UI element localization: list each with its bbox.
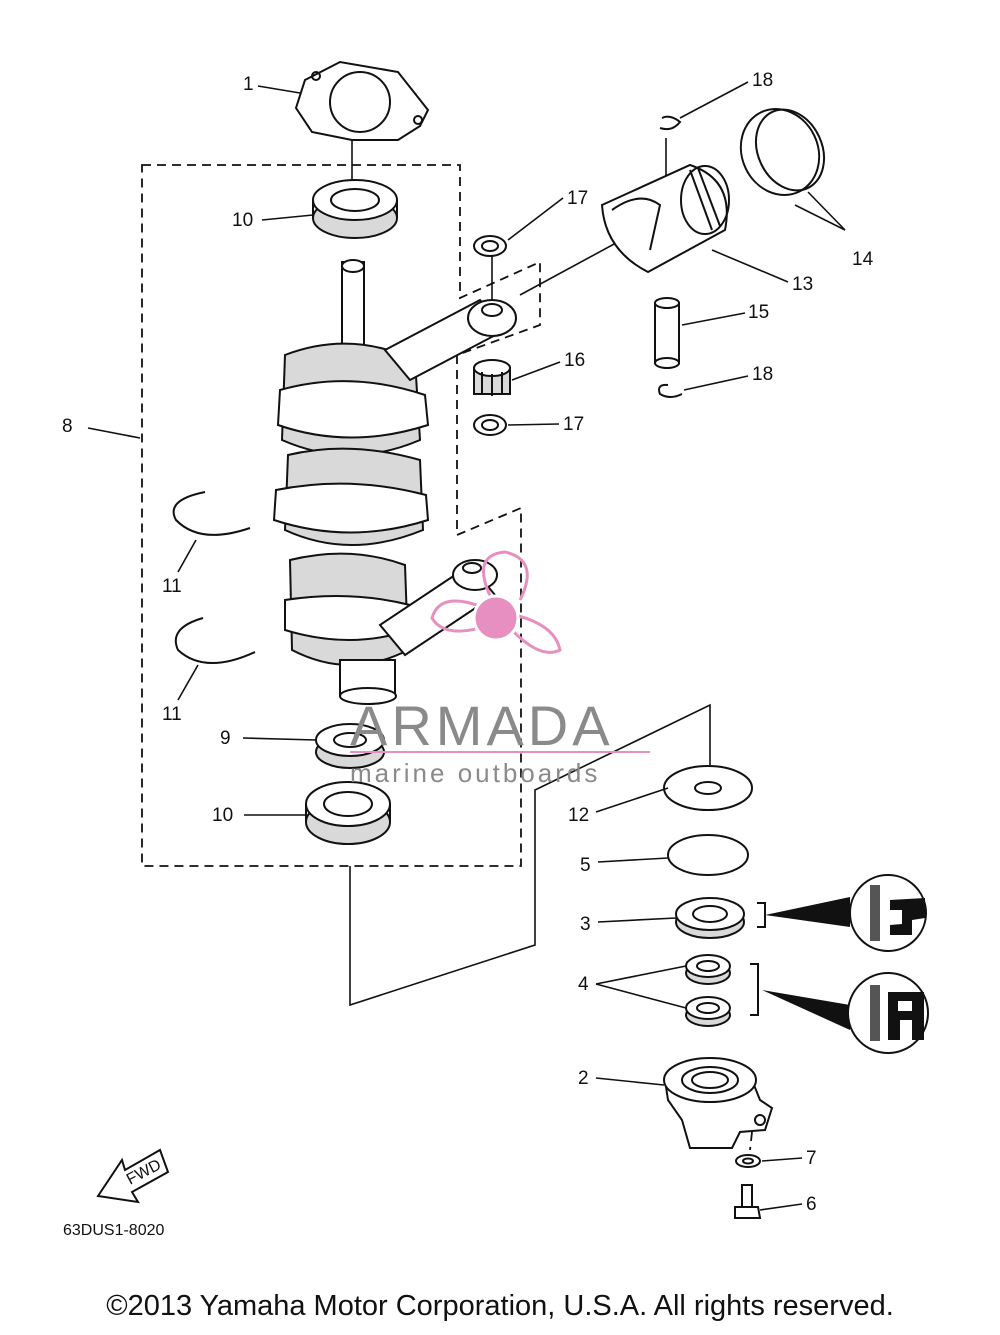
callout-label: 2 bbox=[578, 1068, 589, 1089]
callout-label: 1 bbox=[243, 74, 254, 95]
thrust-washer-lower bbox=[473, 414, 507, 436]
crankshaft bbox=[272, 259, 430, 705]
needle-bearing bbox=[473, 359, 511, 396]
piston-pin-clip-upper bbox=[659, 115, 682, 131]
callout-labels: 1 10 18 17 14 13 15 16 18 17 8 11 11 9 1… bbox=[62, 70, 874, 1215]
callout-label: 6 bbox=[806, 1194, 817, 1215]
callout-label: 9 bbox=[220, 728, 231, 749]
piston-pin bbox=[654, 297, 680, 369]
callout-label: 18 bbox=[752, 364, 773, 385]
thrust-washer-large bbox=[663, 765, 753, 811]
copyright-notice: ©2013 Yamaha Motor Corporation, U.S.A. A… bbox=[106, 1290, 894, 1322]
lower-seal-housing bbox=[663, 1057, 774, 1149]
oil-seal-lower bbox=[685, 996, 731, 1027]
callout-label: 8 bbox=[62, 416, 73, 437]
callout-label: 10 bbox=[232, 210, 253, 231]
piston-rings bbox=[739, 108, 826, 196]
upper-connecting-rod bbox=[383, 298, 517, 382]
fwd-arrow-icon: FWD bbox=[96, 1148, 170, 1204]
callout-label: 5 bbox=[580, 855, 591, 876]
seal-detail-lower bbox=[847, 972, 929, 1054]
callout-label: 10 bbox=[212, 805, 233, 826]
o-ring bbox=[667, 834, 749, 876]
drawing-code: 63DUS1-8020 bbox=[63, 1222, 165, 1239]
bearing-clip-upper bbox=[172, 491, 251, 536]
callout-label: 11 bbox=[162, 704, 182, 725]
lower-bearing bbox=[305, 781, 391, 845]
callout-label: 18 bbox=[752, 70, 773, 91]
callout-label: 16 bbox=[564, 350, 585, 371]
callout-label: 14 bbox=[852, 249, 874, 270]
callout-label: 17 bbox=[563, 414, 584, 435]
bolt bbox=[734, 1184, 762, 1219]
bearing-clip-lower bbox=[174, 617, 256, 664]
gasket-plate bbox=[294, 60, 430, 141]
seal-detail-upper bbox=[849, 874, 927, 952]
callout-label: 17 bbox=[567, 188, 588, 209]
callout-label: 7 bbox=[806, 1148, 817, 1169]
upper-bearing bbox=[312, 179, 398, 239]
oil-seal-housing bbox=[675, 897, 850, 939]
bolt-washer bbox=[735, 1154, 761, 1168]
callout-label: 3 bbox=[580, 914, 591, 935]
watermark-logo bbox=[430, 550, 562, 654]
assembly-boundary bbox=[141, 164, 541, 867]
callout-label: 13 bbox=[792, 274, 813, 295]
piston-pin-clip-lower bbox=[658, 383, 683, 398]
watermark-tagline: marine outboards bbox=[350, 758, 600, 788]
callout-label: 11 bbox=[162, 576, 182, 597]
callout-label: 12 bbox=[568, 805, 589, 826]
callout-label: 4 bbox=[578, 974, 589, 995]
callout-label: 15 bbox=[748, 302, 769, 323]
oil-seal-upper bbox=[685, 954, 731, 985]
thrust-washer-upper bbox=[473, 235, 507, 257]
watermark-brand: ARMADA bbox=[350, 694, 614, 757]
piston bbox=[600, 163, 730, 274]
